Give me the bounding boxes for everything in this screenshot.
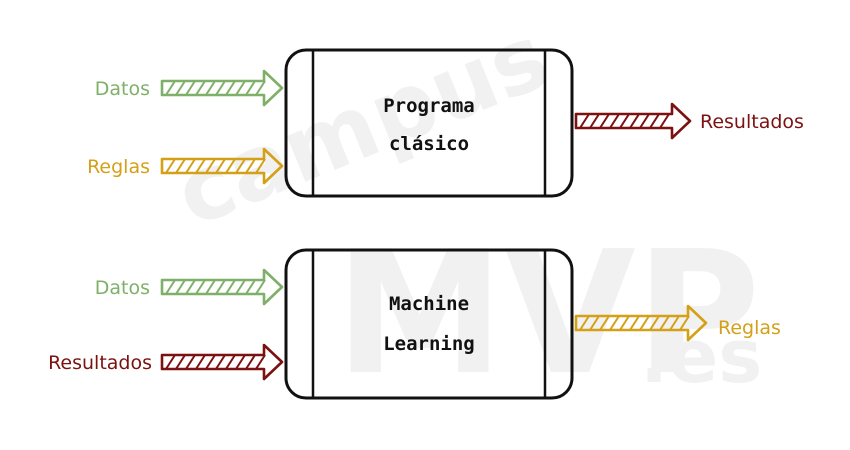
arrow-hatch bbox=[629, 113, 640, 129]
arrow-hatch bbox=[205, 158, 216, 174]
arrow-hatch bbox=[205, 354, 216, 370]
arrow-hatch bbox=[165, 158, 176, 174]
arrow-hatch bbox=[659, 113, 670, 129]
arrow-hatch bbox=[195, 80, 206, 96]
arrow-hatch bbox=[599, 315, 610, 331]
machine-learning-diagram: Machine Learning Datos Resultados Reglas bbox=[48, 248, 781, 400]
arrow-hatch bbox=[639, 113, 650, 129]
arrow-icon bbox=[160, 69, 284, 107]
input-arrow-reglas: Reglas bbox=[87, 147, 284, 185]
arrow-hatch bbox=[215, 354, 226, 370]
arrow-hatch bbox=[205, 279, 216, 295]
arrow-hatch bbox=[225, 158, 236, 174]
arrow-hatch bbox=[195, 158, 206, 174]
arrow-hatch bbox=[195, 354, 206, 370]
input-label: Reglas bbox=[87, 156, 150, 178]
arrow-hatch bbox=[255, 158, 266, 174]
input-arrow-datos: Datos bbox=[95, 69, 284, 107]
arrow-hatch bbox=[245, 279, 256, 295]
arrow-hatch bbox=[619, 113, 630, 129]
box-outline bbox=[284, 48, 574, 198]
arrow-hatch bbox=[175, 158, 186, 174]
arrow-hatch bbox=[589, 113, 600, 129]
arrow-hatch bbox=[235, 279, 246, 295]
arrow-hatch bbox=[185, 279, 196, 295]
arrow-icon bbox=[160, 268, 284, 306]
arrow-hatch bbox=[185, 80, 196, 96]
arrow-icon bbox=[160, 343, 284, 381]
arrow-hatch bbox=[255, 354, 266, 370]
arrow-hatch bbox=[629, 315, 640, 331]
watermark-brand: campus bbox=[162, 4, 563, 247]
arrow-hatch bbox=[649, 113, 660, 129]
arrow-hatch bbox=[255, 80, 266, 96]
arrow-icon bbox=[574, 102, 692, 140]
box-title-line-1: Machine bbox=[389, 293, 469, 315]
output-label: Reglas bbox=[718, 317, 781, 339]
classic-program-diagram: Programa clásico Datos Reglas Resultados bbox=[87, 48, 804, 198]
arrow-hatch bbox=[599, 113, 610, 129]
output-arrow-resultados: Resultados bbox=[574, 102, 804, 140]
arrow-outline bbox=[160, 69, 284, 107]
arrow-hatch bbox=[255, 279, 266, 295]
arrow-hatch bbox=[609, 113, 620, 129]
box-title-line-2: clásico bbox=[389, 133, 469, 155]
arrow-hatch bbox=[225, 279, 236, 295]
arrow-hatch bbox=[609, 315, 620, 331]
process-box: Machine Learning bbox=[284, 248, 574, 400]
arrow-hatch bbox=[619, 315, 630, 331]
input-arrow-datos: Datos bbox=[95, 268, 284, 306]
arrow-hatch bbox=[649, 315, 660, 331]
process-box: Programa clásico bbox=[284, 48, 574, 198]
input-label: Resultados bbox=[48, 352, 152, 374]
arrow-hatch bbox=[165, 354, 176, 370]
input-label: Datos bbox=[95, 78, 150, 100]
arrow-hatch bbox=[175, 279, 186, 295]
arrow-hatch bbox=[195, 279, 206, 295]
arrow-hatch bbox=[225, 354, 236, 370]
arrow-hatch bbox=[639, 315, 650, 331]
input-label: Datos bbox=[95, 277, 150, 299]
arrow-hatch bbox=[235, 354, 246, 370]
arrow-outline bbox=[574, 102, 692, 140]
arrow-hatch bbox=[679, 315, 690, 331]
output-label: Resultados bbox=[700, 111, 804, 133]
arrow-outline bbox=[574, 304, 708, 342]
watermark-mark: MVP bbox=[335, 215, 760, 413]
arrow-outline bbox=[160, 147, 284, 185]
box-outline bbox=[284, 248, 574, 400]
arrow-hatch bbox=[245, 80, 256, 96]
arrow-hatch bbox=[165, 80, 176, 96]
arrow-hatch bbox=[165, 279, 176, 295]
arrow-hatch bbox=[175, 354, 186, 370]
arrow-hatch bbox=[215, 279, 226, 295]
arrow-hatch bbox=[579, 113, 590, 129]
arrow-hatch bbox=[659, 315, 670, 331]
arrow-hatch bbox=[589, 315, 600, 331]
arrow-hatch bbox=[669, 315, 680, 331]
arrow-outline bbox=[160, 343, 284, 381]
output-arrow-reglas: Reglas bbox=[574, 304, 781, 342]
arrow-icon bbox=[160, 147, 284, 185]
arrow-hatch bbox=[245, 158, 256, 174]
arrow-hatch bbox=[579, 315, 590, 331]
arrow-hatch bbox=[175, 80, 186, 96]
input-arrow-resultados: Resultados bbox=[48, 343, 284, 381]
arrow-hatch bbox=[235, 158, 246, 174]
arrow-hatch bbox=[245, 354, 256, 370]
arrow-hatch bbox=[215, 80, 226, 96]
box-title-line-1: Programa bbox=[383, 95, 475, 117]
arrow-outline bbox=[160, 268, 284, 306]
arrow-hatch bbox=[185, 354, 196, 370]
arrow-hatch bbox=[215, 158, 226, 174]
arrow-icon bbox=[574, 304, 708, 342]
box-title-line-2: Learning bbox=[383, 333, 475, 355]
arrow-hatch bbox=[225, 80, 236, 96]
arrow-hatch bbox=[205, 80, 216, 96]
arrow-hatch bbox=[235, 80, 246, 96]
arrow-hatch bbox=[185, 158, 196, 174]
